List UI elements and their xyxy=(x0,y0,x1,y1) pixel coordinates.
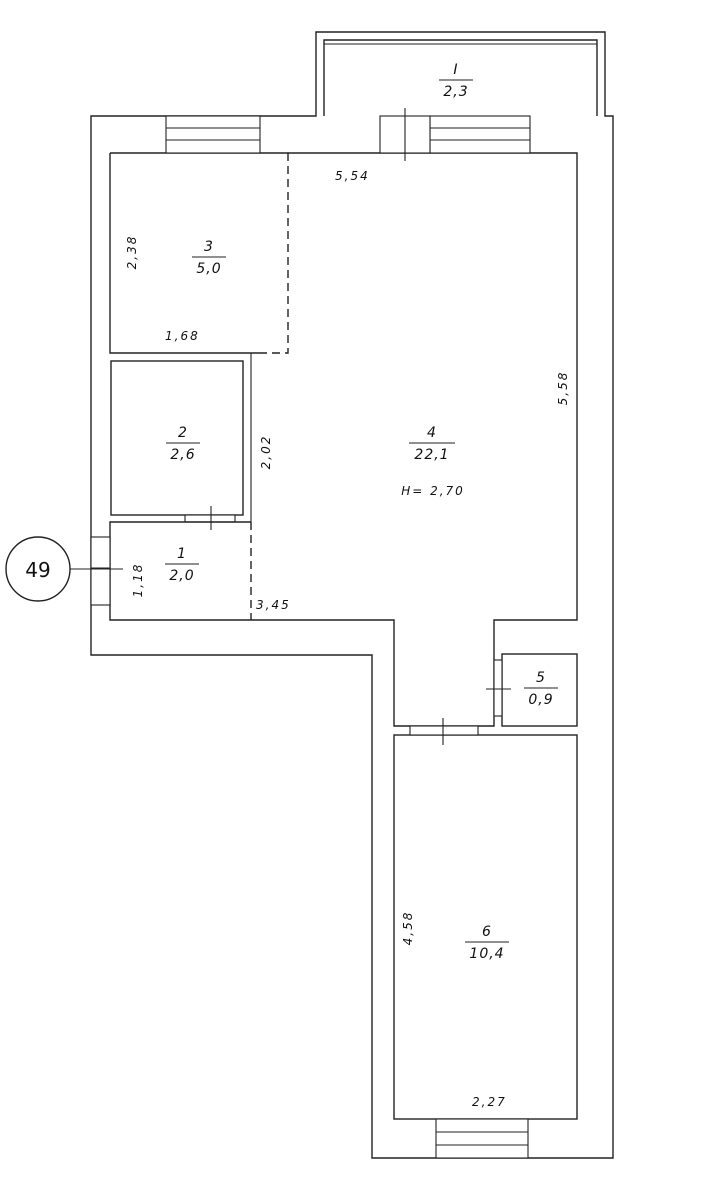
room-label-I: I 2,3 xyxy=(439,62,473,100)
window-room-6 xyxy=(435,1118,529,1159)
room-4-index: 4 xyxy=(427,425,437,441)
room-3-dashed-boundary xyxy=(262,153,289,354)
room-I-index: I xyxy=(453,62,458,78)
dimension-5-58: 5,58 xyxy=(556,371,570,406)
room-label-1: 1 2,0 xyxy=(165,546,199,584)
window-room-3 xyxy=(165,115,261,154)
room-5-index: 5 xyxy=(536,670,546,686)
dimension-2-02: 2,02 xyxy=(259,435,273,470)
dimension-1-18: 1,18 xyxy=(131,563,145,598)
room-label-5: 5 0,9 xyxy=(524,670,558,708)
room-5-outline xyxy=(501,653,578,727)
room-label-4: 4 22,1 H= 2,70 xyxy=(401,425,465,498)
room-6-index: 6 xyxy=(482,924,492,940)
room-5-door xyxy=(493,659,503,717)
entrance-door xyxy=(90,536,111,606)
room-2-outline xyxy=(110,360,244,516)
dimension-2-27: 2,27 xyxy=(472,1095,507,1109)
dimension-4-58: 4,58 xyxy=(401,911,415,946)
balcony-outline xyxy=(323,39,598,116)
window-room-4 xyxy=(429,115,531,154)
dimension-5-54: 5,54 xyxy=(335,169,370,183)
room-3-index: 3 xyxy=(204,239,214,255)
room-2-index: 2 xyxy=(178,425,188,441)
apartment-number-circle xyxy=(5,536,71,602)
exterior-wall-outline xyxy=(90,31,614,1159)
room-4-ceiling-height: H= 2,70 xyxy=(401,484,465,498)
balcony-door xyxy=(379,108,431,161)
room-5-area: 0,9 xyxy=(528,692,553,708)
room-4-area: 22,1 xyxy=(414,447,449,463)
room-1-index: 1 xyxy=(177,546,187,562)
room-1-area: 2,0 xyxy=(169,568,194,584)
apartment-number: 49 xyxy=(25,558,50,582)
dimension-1-68: 1,68 xyxy=(165,329,200,343)
dimension-2-38: 2,38 xyxy=(125,235,139,270)
room-2-area: 2,6 xyxy=(170,447,195,463)
dimension-3-45: 3,45 xyxy=(256,598,291,612)
room-2-door xyxy=(184,514,236,523)
room-I-area: 2,3 xyxy=(443,84,468,100)
room-3-area: 5,0 xyxy=(196,261,221,277)
room-label-6: 6 10,4 xyxy=(465,924,509,962)
room-3-outline xyxy=(109,153,262,354)
room-6-area: 10,4 xyxy=(469,946,504,962)
room-6-door xyxy=(409,725,479,736)
room-label-3: 3 5,0 xyxy=(192,239,226,277)
room-label-2: 2 2,6 xyxy=(166,425,200,463)
